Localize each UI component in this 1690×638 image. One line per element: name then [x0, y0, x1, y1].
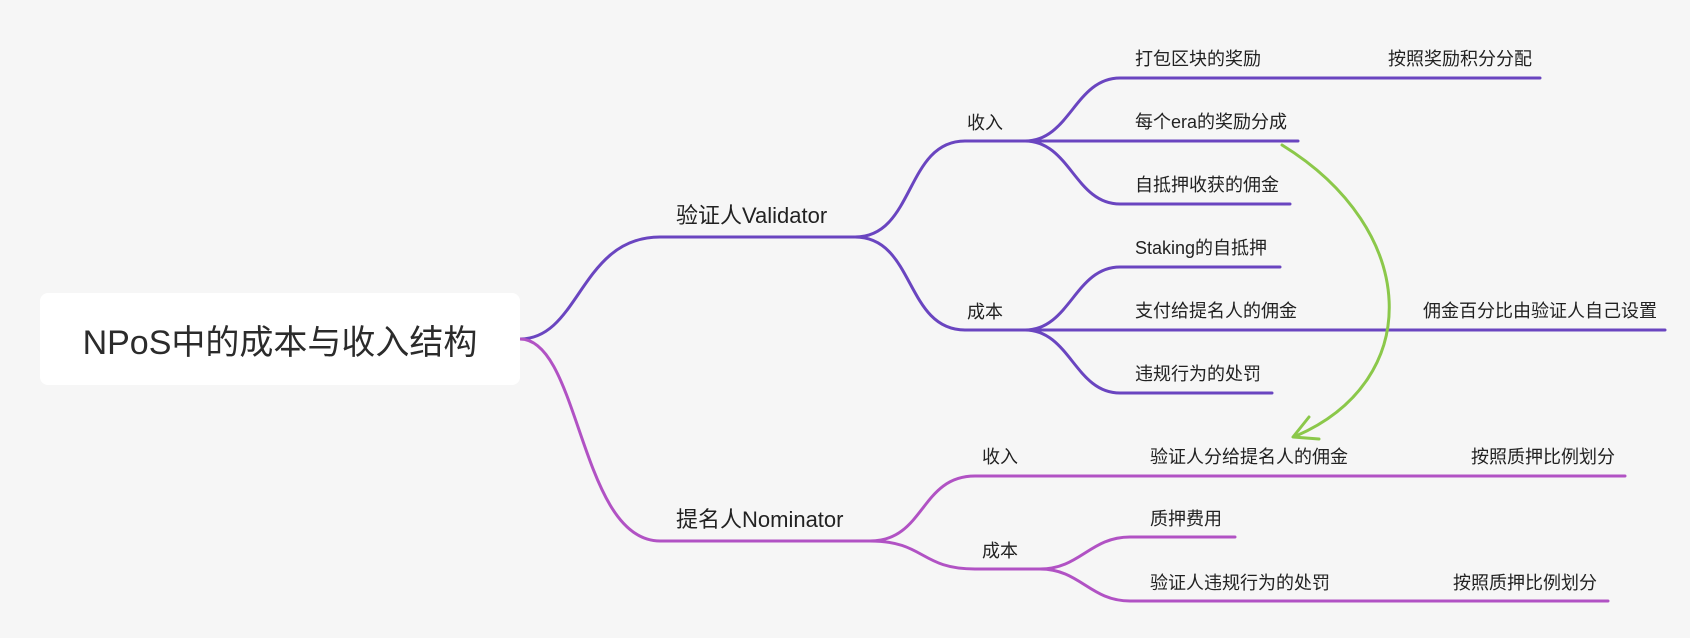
connector-vcost-item-1	[1023, 265, 1282, 332]
validator-income-item-1[interactable]: 打包区块的奖励	[1135, 49, 1261, 69]
validator-topic[interactable]: 验证人Validator	[676, 203, 828, 228]
validator-cost-item-2[interactable]: 支付给提名人的佣金	[1135, 301, 1297, 321]
validator-cost-item-3[interactable]: 违规行为的处罚	[1135, 364, 1261, 384]
connector-root-validator	[518, 235, 857, 341]
validator-cost-item-2-note[interactable]: 佣金百分比由验证人自己设置	[1423, 301, 1657, 321]
validator-income-topic[interactable]: 收入	[967, 113, 1003, 133]
connector-validator-cost	[853, 235, 1027, 332]
validator-income-item-3[interactable]: 自抵押收获的佣金	[1135, 175, 1279, 195]
connector-ncost-item-1	[1038, 535, 1237, 571]
root-topic[interactable]: NPoS中的成本与收入结构	[40, 293, 520, 385]
validator-income-item-1-note[interactable]: 按照奖励积分分配	[1388, 49, 1532, 69]
connector-vcost-item-3	[1023, 328, 1274, 395]
connector-ncost-item-2	[1038, 567, 1610, 603]
relation-arrow-head	[1291, 415, 1321, 441]
nominator-income-topic[interactable]: 收入	[982, 447, 1018, 467]
connector-vincome-item-3	[1023, 139, 1292, 206]
validator-income-item-2[interactable]: 每个era的奖励分成	[1135, 112, 1288, 132]
validator-cost-topic[interactable]: 成本	[967, 302, 1003, 322]
connector-validator-income	[853, 139, 1027, 239]
root-topic-label: NPoS中的成本与收入结构	[82, 323, 478, 362]
nominator-cost-item-1[interactable]: 质押费用	[1150, 509, 1222, 529]
nominator-cost-topic[interactable]: 成本	[982, 541, 1018, 561]
nominator-cost-item-2-note[interactable]: 按照质押比例划分	[1453, 573, 1597, 593]
connector-root-nominator	[518, 337, 872, 543]
connector-vincome-item-1	[1023, 76, 1542, 143]
connector-nominator-cost	[868, 539, 1042, 571]
nominator-topic[interactable]: 提名人Nominator	[676, 507, 844, 532]
connector-nominator-income	[868, 474, 1627, 543]
validator-cost-item-1[interactable]: Staking的自抵押	[1135, 238, 1268, 258]
nominator-cost-item-2[interactable]: 验证人违规行为的处罚	[1150, 573, 1330, 593]
nominator-income-item-1-note[interactable]: 按照质押比例划分	[1471, 447, 1615, 467]
nominator-income-item-1[interactable]: 验证人分给提名人的佣金	[1150, 447, 1348, 467]
relation-arrow	[1280, 143, 1391, 438]
